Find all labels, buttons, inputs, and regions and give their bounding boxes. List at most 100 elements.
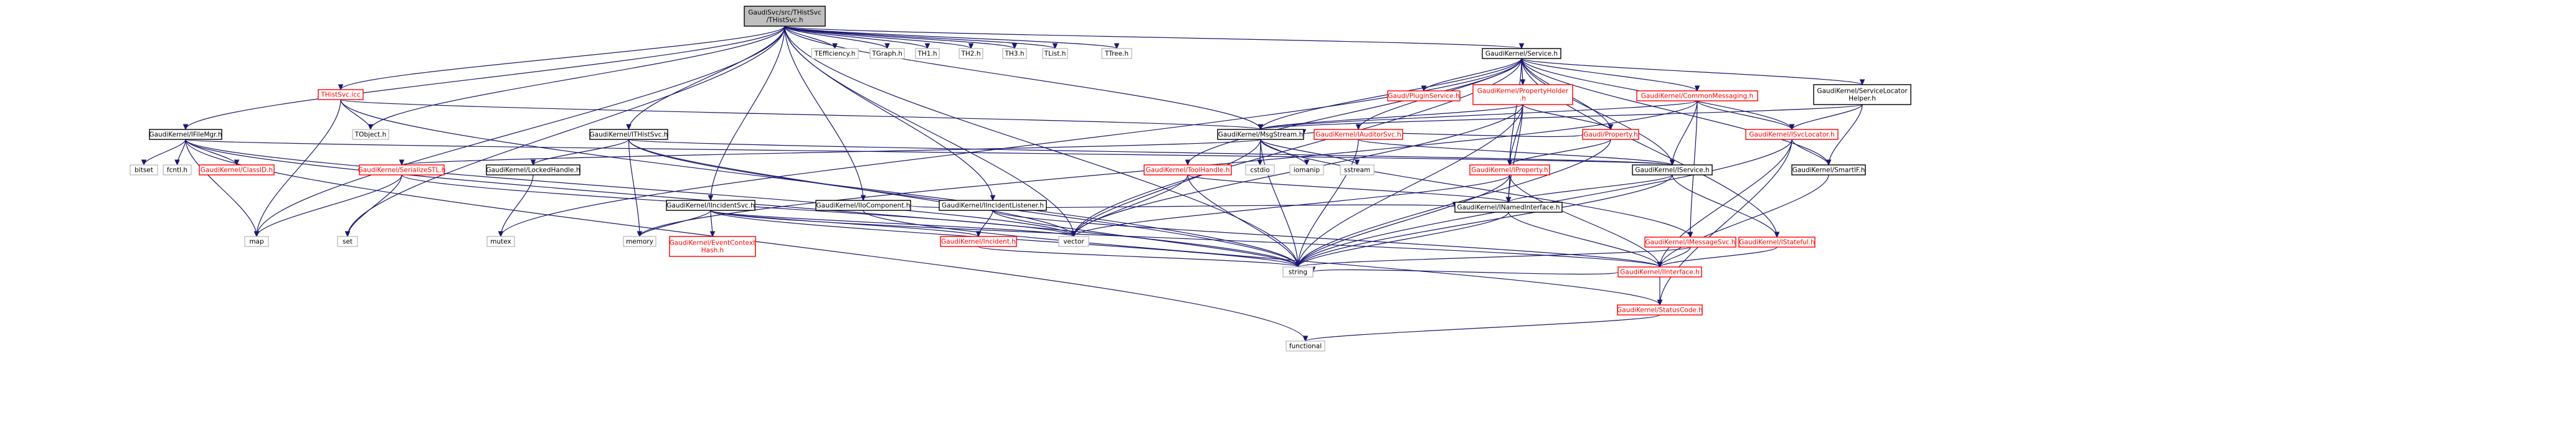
node-gk_istateful[interactable]: GaudiKernel/IStateful.h [1738, 236, 1816, 248]
edge-root-to-th1 [784, 26, 928, 49]
edge-root-to-tgraph [784, 26, 888, 49]
node-vector: vector [1058, 236, 1089, 247]
edge-gk_iservice-to-gk_inamedinterface [1508, 174, 1673, 203]
node-box-gk_toolhandle [1144, 164, 1232, 176]
node-gk_toolhandle[interactable]: GaudiKernel/ToolHandle.h [1144, 164, 1232, 176]
node-box-sstream [1340, 164, 1375, 176]
node-tlist: TList.h [1042, 48, 1068, 59]
edge-gk_iauditorsvc-to-gk_iservice [1358, 139, 1673, 166]
node-root[interactable]: GaudiSvc/src/THistSvc/THistSvc.h [744, 6, 826, 27]
node-gk_ithistsvc[interactable]: GaudiKernel/ITHistSvc.h [589, 129, 668, 140]
edge-gk_isvclocator-to-gk_smartif [1791, 139, 1829, 166]
node-label-th3-0: TH3.h [1005, 50, 1025, 58]
edge-gk_msgstream-to-gk_imessagesvc [1260, 139, 1691, 238]
node-gk_commonmessaging[interactable]: GaudiKernel/CommonMessaging.h [1636, 90, 1758, 101]
edge-root-to-th3 [784, 26, 1015, 49]
node-gk_iproperty[interactable]: GaudiKernel/IProperty.h [1469, 164, 1550, 176]
node-gk_isvclocator[interactable]: GaudiKernel/ISvcLocator.h [1745, 129, 1839, 140]
node-box-gk_ithistsvc [589, 129, 668, 140]
node-gk_msgstream[interactable]: GaudiKernel/MsgStream.h [1217, 129, 1304, 140]
node-gaudi_property[interactable]: Gaudi/Property.h [1582, 129, 1639, 140]
arrowhead-gk_service-to-gk_svclocatorhelper [1859, 79, 1865, 86]
node-label-gk_toolhandle-0: GaudiKernel/ToolHandle.h [1146, 167, 1230, 174]
node-box-gk_incident [940, 236, 1017, 247]
node-gk_imessagesvc[interactable]: GaudiKernel/IMessageSvc.h [1644, 236, 1736, 248]
node-gk_pluginservice[interactable]: Gaudi/PluginService.h [1387, 90, 1461, 101]
edge-gk_commonmessaging-to-gk_isvclocator [1697, 100, 1792, 130]
arrowhead-root-to-tlist [1052, 43, 1058, 50]
node-label-thistsvc_icc-0: THistSvc.icc [320, 91, 360, 99]
node-gk_incidentlistener[interactable]: GaudiKernel/IIncidentListener.h [939, 200, 1047, 211]
edge-root-to-set [347, 26, 785, 237]
edge-gk_filemgr-to-map [185, 139, 257, 237]
arrowhead-root-to-tgraph [884, 43, 890, 50]
node-gk_iauditorsvc[interactable]: GaudiKernel/IAuditorSvc.h [1314, 129, 1403, 140]
node-box-tobject [352, 129, 389, 140]
node-label-gk_svclocatorhelper-1: Helper.h [1849, 95, 1876, 103]
edge-gk_propertyholder-to-gk_msgstream [1260, 104, 1523, 130]
node-label-gk_pluginservice-0: Gaudi/PluginService.h [1388, 93, 1459, 100]
node-gk_smartif[interactable]: GaudiKernel/SmartIF.h [1791, 164, 1866, 176]
node-gk_service[interactable]: GaudiKernel/Service.h [1482, 48, 1561, 59]
node-label-th1-0: TH1.h [917, 50, 937, 58]
node-box-functional [1286, 340, 1325, 352]
node-box-gk_istateful [1738, 236, 1816, 248]
arrowhead-root-to-ttree [1114, 43, 1120, 50]
node-gk_iocomponent[interactable]: GaudiKernel/IIoComponent.h [815, 200, 911, 211]
node-box-gk_smartif [1791, 164, 1866, 176]
edge-gk_serializestl-to-set [347, 174, 402, 237]
node-string: string [1282, 266, 1314, 278]
node-label-mutex-0: mutex [490, 238, 511, 246]
node-gk_incidentsvc[interactable]: GaudiKernel/IIncidentSvc.h [666, 200, 755, 211]
node-label-functional-0: functional [1289, 343, 1322, 350]
node-box-gk_commonmessaging [1636, 90, 1758, 101]
node-box-cstdio [1245, 164, 1275, 176]
node-gk_filemgr[interactable]: GaudiKernel/IFileMgr.h [149, 129, 222, 140]
edge-gk_isvclocator-to-gk_statuscode [1659, 139, 1792, 306]
edge-gk_incidentsvc-to-memory [639, 210, 711, 237]
node-box-gk_iproperty [1469, 164, 1550, 176]
node-box-gaudi_property [1582, 129, 1639, 140]
node-box-gk_serializestl [359, 164, 445, 176]
node-box-gk_lockedhandle [486, 164, 580, 176]
node-box-ttree [1101, 48, 1132, 59]
edge-root-to-tefficiency [784, 26, 836, 49]
edge-thistsvc_icc-to-gk_msgstream [340, 99, 1261, 130]
node-gk_propertyholder[interactable]: GaudiKernel/PropertyHolder.h [1472, 84, 1573, 105]
edge-gk_svclocatorhelper-to-gk_msgstream [1260, 104, 1863, 130]
edge-gk_propertyholder-to-string [1297, 104, 1523, 268]
node-label-sstream-0: sstream [1344, 167, 1370, 174]
node-gk_lockedhandle[interactable]: GaudiKernel/LockedHandle.h [486, 164, 580, 176]
node-map: map [244, 236, 269, 247]
edge-gk_iproperty-to-string [1297, 174, 1510, 268]
node-box-gk_iservice [1632, 164, 1713, 176]
arrowhead-thistsvc_icc-to-tobject [367, 124, 374, 131]
arrowhead-gk_incidentsvc-to-gk_eventcontexthash [709, 231, 716, 238]
edge-root-to-vector [784, 26, 1074, 237]
edge-thistsvc_icc-to-map [256, 99, 341, 237]
edge-gk_msgstream-to-string [1260, 139, 1299, 268]
node-label-th2-0: TH2.h [961, 50, 981, 58]
node-label-gk_iservice-0: GaudiKernel/IService.h [1635, 167, 1709, 174]
node-thistsvc_icc[interactable]: THistSvc.icc [318, 89, 364, 100]
edge-gk_service-to-mutex [500, 58, 1522, 237]
node-box-gk_isvclocator [1745, 129, 1839, 140]
node-gk_iservice[interactable]: GaudiKernel/IService.h [1632, 164, 1713, 176]
edge-gk_toolhandle-to-gk_inamedinterface [1187, 174, 1509, 203]
node-gk_serializestl[interactable]: GaudiKernel/SerializeSTL.h [358, 164, 446, 176]
edge-gk_incidentlistener-to-gk_iinterface [992, 210, 1660, 268]
node-gk_incident[interactable]: GaudiKernel/Incident.h [940, 236, 1017, 247]
edge-root-to-tlist [784, 26, 1056, 49]
node-gk_inamedinterface[interactable]: GaudiKernel/INamedInterface.h [1454, 202, 1563, 213]
node-gk_statuscode[interactable]: GaudiKernel/StatusCode.h [1617, 304, 1703, 316]
arrowhead-gk_istateful-to-gk_iinterface [1657, 261, 1663, 268]
node-gk_classid[interactable]: GaudiKernel/ClassID.h [199, 164, 275, 176]
arrowhead-gk_iauditorsvc-to-gk_iservice [1669, 159, 1675, 166]
arrowhead-gk_imessagesvc-to-string [1295, 261, 1301, 268]
edge-root-to-tobject [370, 26, 785, 130]
edge-gk_iocomponent-to-gk_statuscode [863, 210, 1660, 306]
node-gk_iinterface[interactable]: GaudiKernel/IInterface.h [1617, 266, 1702, 278]
node-tefficiency: TEfficiency.h [811, 48, 859, 59]
